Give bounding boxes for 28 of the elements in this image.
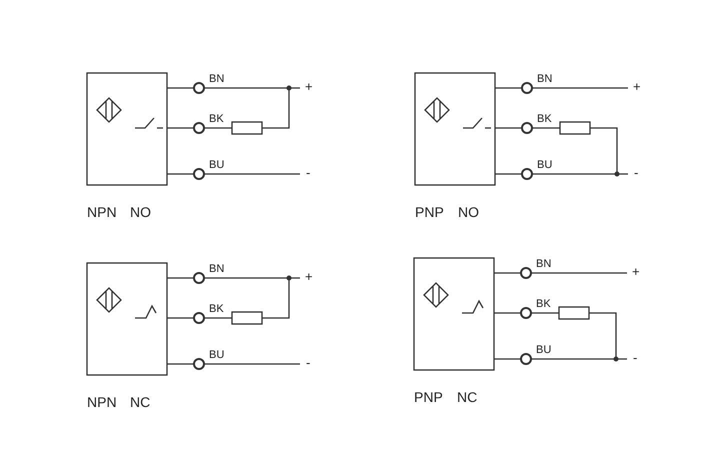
wire-color-label: BK xyxy=(209,114,224,125)
terminal-sign: + xyxy=(305,270,313,283)
wire-color-label: BN xyxy=(209,264,224,275)
wire-color-label: BU xyxy=(209,160,224,171)
terminal-sign: - xyxy=(634,166,638,179)
wire-color-label: BK xyxy=(209,304,224,315)
terminal-sign: + xyxy=(632,265,640,278)
output-type-label: NPN xyxy=(87,395,117,409)
terminal-sign: - xyxy=(633,351,638,364)
switch-mode-label: NO xyxy=(458,205,479,219)
terminal-sign: + xyxy=(305,80,313,93)
wire-color-label: BK xyxy=(536,299,551,310)
wire-color-label: BK xyxy=(537,114,552,125)
terminal-sign: - xyxy=(306,166,310,179)
output-type-label: NPN xyxy=(87,205,117,219)
wire-color-label: BN xyxy=(209,74,224,85)
wire-color-label: BU xyxy=(537,160,552,171)
wire-color-label: BN xyxy=(537,74,552,85)
output-type-label: PNP xyxy=(414,390,443,404)
output-type-label: PNP xyxy=(415,205,444,219)
wire-color-label: BN xyxy=(536,259,552,270)
wire-color-label: BU xyxy=(209,350,224,361)
switch-mode-label: NC xyxy=(457,390,478,404)
switch-mode-label: NO xyxy=(130,205,151,219)
terminal-sign: - xyxy=(306,356,310,369)
terminal-sign: + xyxy=(633,80,641,93)
switch-mode-label: NC xyxy=(130,395,150,409)
wire-color-label: BU xyxy=(536,345,552,356)
